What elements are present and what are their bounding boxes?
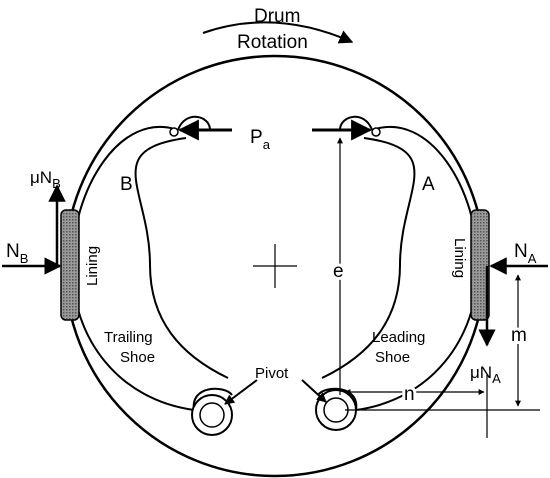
pivot-pointer-left bbox=[224, 379, 258, 405]
trailing-shoe-label-line2: Shoe bbox=[120, 349, 155, 366]
lining-right-label: Lining bbox=[451, 238, 468, 278]
leading-shoe-label-line1: Leading bbox=[372, 329, 425, 346]
dim-e-label: e bbox=[333, 261, 344, 282]
lining-right bbox=[470, 209, 490, 321]
pivot-label: Pivot bbox=[255, 365, 289, 382]
na-label: NA bbox=[514, 241, 537, 266]
rotation-arrow bbox=[202, 21, 354, 44]
trailing-shoe-label-line1: Trailing bbox=[104, 329, 153, 346]
mu-na-label: μNA bbox=[470, 363, 501, 386]
shoe-a-label: A bbox=[422, 174, 435, 195]
lining-left-label: Lining bbox=[84, 246, 101, 286]
dim-n-label: n bbox=[404, 384, 415, 405]
pivot-right-inner bbox=[323, 397, 349, 423]
pa-label: Pa bbox=[250, 127, 271, 152]
pivot-left-inner bbox=[199, 402, 225, 428]
nb-label: NB bbox=[6, 241, 28, 266]
pin-right-top bbox=[371, 127, 381, 137]
lining-left bbox=[60, 209, 80, 321]
pivot-pointer-right bbox=[301, 379, 327, 403]
dim-m-label: m bbox=[511, 325, 527, 346]
leading-shoe-label-line2: Shoe bbox=[375, 349, 410, 366]
mu-nb-label: μNB bbox=[30, 168, 61, 191]
drum-label: Drum bbox=[254, 6, 300, 27]
shoe-b-label: B bbox=[120, 174, 133, 195]
rotation-label: Rotation bbox=[237, 32, 308, 53]
pin-left-top bbox=[169, 127, 179, 137]
